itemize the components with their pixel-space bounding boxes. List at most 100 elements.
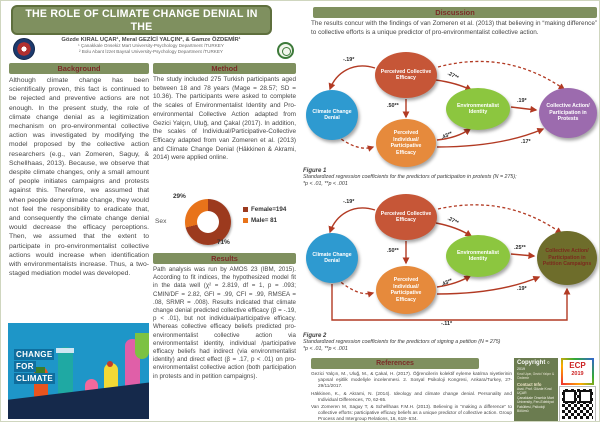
fig1-node-collective-action-protests: Collective Action/ Participation in Prot…: [539, 88, 597, 138]
seedling-box: [35, 367, 45, 373]
raised-hand: [135, 333, 149, 359]
fig2-arrow-collective-outcome-dashed: [437, 204, 563, 234]
slogan-word: FOR: [14, 361, 36, 372]
fig1-coef-identity-outcome: .19*: [517, 98, 527, 104]
author-names: Gözde KIRAL UÇAR¹, Meral GEZİCİ YALÇIN²,…: [61, 37, 241, 43]
figure-2: Perceived Collective Efficacy Climate Ch…: [301, 192, 599, 358]
sex-donut-chart: Sex 29% 71% Female=194 Male= 81: [153, 193, 296, 251]
figure-1-caption: Figure 1 Standardized regression coeffic…: [303, 168, 599, 187]
affiliation-1: ¹ Çanakkale Onsekiz Mart University-Psyc…: [78, 43, 224, 48]
figure-1-caption-text: Standardized regression coefficients for…: [303, 174, 517, 180]
copyright-box: Copyright © 2019 Kıral Uçar, Gezici Yalç…: [514, 358, 558, 421]
authors-block: Gözde KIRAL UÇAR¹, Meral GEZİCİ YALÇIN²,…: [39, 37, 263, 55]
title-line-2: PRO-ENVIRONMENTAL COLLECTIVE ACTION MODE…: [22, 34, 261, 59]
male-swatch: [243, 218, 248, 223]
university-logo-comu: [13, 38, 35, 60]
fig2-coef-individual-outcome: .19*: [517, 286, 527, 292]
legend-row-male: Male= 81: [243, 217, 286, 224]
fig1-coef-collective-individual: .50**: [387, 103, 399, 109]
fig2-arrow-collective-identity: [435, 222, 473, 237]
female-swatch: [243, 207, 248, 212]
ecp-logo-text: ECP: [569, 361, 586, 370]
figure-1-label: Figure 1: [303, 168, 327, 174]
fig1-arrow-individual-outcome: [436, 127, 545, 148]
fig2-coef-denial-collective: -.19*: [343, 199, 355, 205]
chart-title: Sex: [155, 218, 167, 225]
poster-title: THE ROLE OF CLIMATE CHANGE DENIAL IN THE…: [11, 5, 272, 59]
reference-item: Häkkinen, K., & Akrami, N. (2014). Ideol…: [311, 390, 512, 402]
figure-2-label: Figure 2: [303, 333, 327, 339]
fig2-arrow-denial-outcome: [331, 284, 571, 321]
fig1-node-climate-change-denial: Climate Change Denial: [306, 90, 358, 140]
contact-info-heading: Contact Info: [517, 382, 542, 387]
section-header-background: Background: [9, 63, 149, 74]
male-percent-label: 29%: [173, 193, 186, 200]
fig1-arrow-identity-outcome: [510, 105, 538, 113]
legend-row-female: Female=194: [243, 206, 286, 213]
fig1-node-collective-efficacy: Perceived Collective Efficacy: [375, 52, 437, 98]
copyright-byline: Kıral Uçar, Gezici Yalçın & Özdemir: [517, 372, 555, 380]
fig2-node-individual-efficacy: Perceived Individual/ Participative Effi…: [376, 266, 436, 314]
copyright-year: © 2019: [517, 361, 550, 371]
fig2-coef-denial-outcome: -.11*: [441, 321, 453, 327]
donut-hole: [197, 211, 219, 233]
fig2-arrow-identity-outcome: [510, 252, 536, 260]
fig1-arrow-individual-identity: [436, 128, 472, 141]
slogan-word: CLIMATE: [14, 373, 56, 384]
background-text: Although climate change has been scienti…: [9, 77, 149, 278]
figure-1: Perceived Collective Efficacy Climate Ch…: [301, 49, 599, 192]
female-percent-label: 71%: [217, 239, 230, 246]
legend-male: Male= 81: [251, 217, 277, 224]
fig2-coef-collective-individual: .50**: [387, 248, 399, 254]
ecp-logo-year: 2019: [571, 371, 584, 377]
donut-plot: [185, 199, 231, 245]
contact-affiliation: Çanakkale Onsekiz Mart University, Fen-E…: [517, 395, 554, 414]
ecp-2019-logo: ECP 2019: [561, 358, 594, 385]
fig1-arrow-denial-collective: [328, 65, 376, 91]
fig1-coef-individual-outcome: .17*: [521, 139, 531, 145]
fig2-node-environmentalist-identity: Environmentalist Identity: [446, 235, 510, 277]
fig2-node-collective-efficacy: Perceived Collective Efficacy: [375, 194, 437, 240]
university-logo-aibu: [277, 42, 294, 59]
qr-code: [559, 386, 596, 421]
change-for-climate-illustration: CHANGE FOR CLIMATE: [8, 323, 149, 419]
legend-female: Female=194: [251, 206, 287, 213]
contact-name: Asst. Prof. Gözde Kıral UÇAR: [517, 387, 552, 396]
results-text: Path analysis was run by AMOS 23 (IBM, 2…: [153, 266, 296, 380]
fig2-node-climate-change-denial: Climate Change Denial: [306, 233, 358, 283]
slogan-word: CHANGE: [14, 349, 55, 360]
chart-legend: Female=194 Male= 81: [243, 206, 286, 228]
section-header-results: Results: [153, 253, 296, 264]
fig1-node-environmentalist-identity: Environmentalist Identity: [446, 88, 510, 130]
climate-slogan: CHANGE FOR CLIMATE: [14, 349, 56, 385]
figure-1-sig-note: *p < .01, **p < .001: [303, 180, 348, 187]
fig2-arrow-denial-collective: [328, 207, 376, 234]
fig1-coef-denial-collective: -.19*: [343, 57, 355, 63]
fig1-arrow-collective-outcome-dashed: [437, 60, 566, 90]
section-header-method: Method: [153, 63, 296, 74]
reference-item: Gezici Yalçın, M., Uluğ, M., & Çakal, H.…: [311, 371, 512, 389]
section-header-discussion: Discussion: [313, 7, 597, 18]
title-line-1: THE ROLE OF CLIMATE CHANGE DENIAL IN THE: [25, 8, 258, 33]
fig1-arrow-denial-individual-dashed: [336, 135, 375, 152]
copyright-word: Copyright: [517, 360, 546, 366]
figure-2-sig-note: *p < .01, **p < .001: [303, 345, 348, 352]
affiliation-2: ² Bolu Abant İzzet Baysal University-Psy…: [79, 49, 223, 54]
method-text: The study included 275 Turkish participa…: [153, 76, 296, 162]
fig2-arrow-individual-identity: [436, 275, 472, 288]
fig1-node-individual-efficacy: Perceived Individual/ Participative Effi…: [376, 119, 436, 167]
fig2-arrow-individual-outcome: [436, 275, 541, 295]
figure-2-caption-text: Standardized regression coefficients for…: [303, 339, 501, 345]
copyright-heading: Copyright © 2019: [517, 360, 555, 372]
fig2-node-collective-action-petition: Collective Action/ Participation in Peti…: [537, 231, 597, 285]
figure-2-caption: Figure 2 Standardized regression coeffic…: [303, 333, 599, 352]
fig2-arrow-denial-individual-dashed: [336, 278, 375, 298]
reference-item: Van Zomeren M, Saguy T, & Schellhaas F.M…: [311, 404, 512, 422]
laptop: [56, 348, 74, 353]
fig2-coef-identity-outcome: .25**: [514, 245, 526, 251]
figure-2-arrows: [328, 204, 571, 321]
cyclist: [107, 361, 113, 367]
section-header-references: References: [311, 358, 479, 369]
references-list: Gezici Yalçın, M., Uluğ, M., & Çakal, H.…: [311, 371, 512, 422]
